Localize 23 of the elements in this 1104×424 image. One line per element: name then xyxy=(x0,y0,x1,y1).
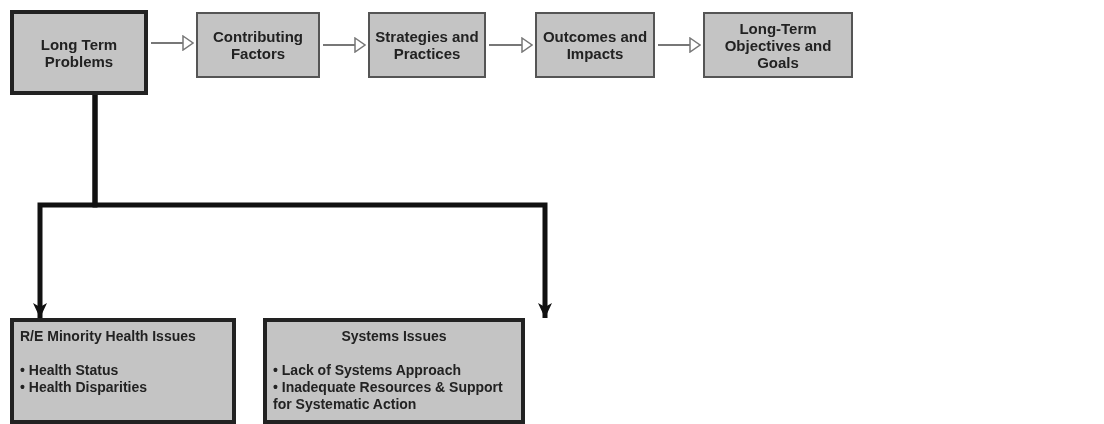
process-box xyxy=(368,12,486,78)
box-heading: Contributing Factors xyxy=(212,28,304,62)
connector-arrow xyxy=(92,95,552,318)
bullet-item: • Lack of Systems Approach xyxy=(273,362,462,379)
box-heading: Long-Term Objectives and Goals xyxy=(723,19,833,71)
box-heading: Outcomes and Impacts xyxy=(541,28,649,62)
process-box xyxy=(535,12,655,78)
process-box xyxy=(263,318,525,424)
process-box xyxy=(10,10,148,95)
box-heading: Strategies and Practices xyxy=(374,28,480,62)
block-arrow xyxy=(150,35,194,51)
block-arrow xyxy=(657,37,701,53)
process-box xyxy=(703,12,853,78)
process-box xyxy=(10,318,236,424)
box-heading: Systems Issues xyxy=(340,328,448,345)
box-heading: R/E Minority Health Issues xyxy=(20,328,197,345)
bullet-item: • Health Status xyxy=(20,362,120,379)
process-box xyxy=(196,12,320,78)
bullet-item: • Inadequate Resources & Support for Systematic Action xyxy=(273,379,504,413)
block-arrow xyxy=(488,37,533,53)
box-heading: Long Term Problems xyxy=(39,35,119,70)
block-arrow xyxy=(322,37,366,53)
bullet-item: • Health Disparities xyxy=(20,379,149,396)
